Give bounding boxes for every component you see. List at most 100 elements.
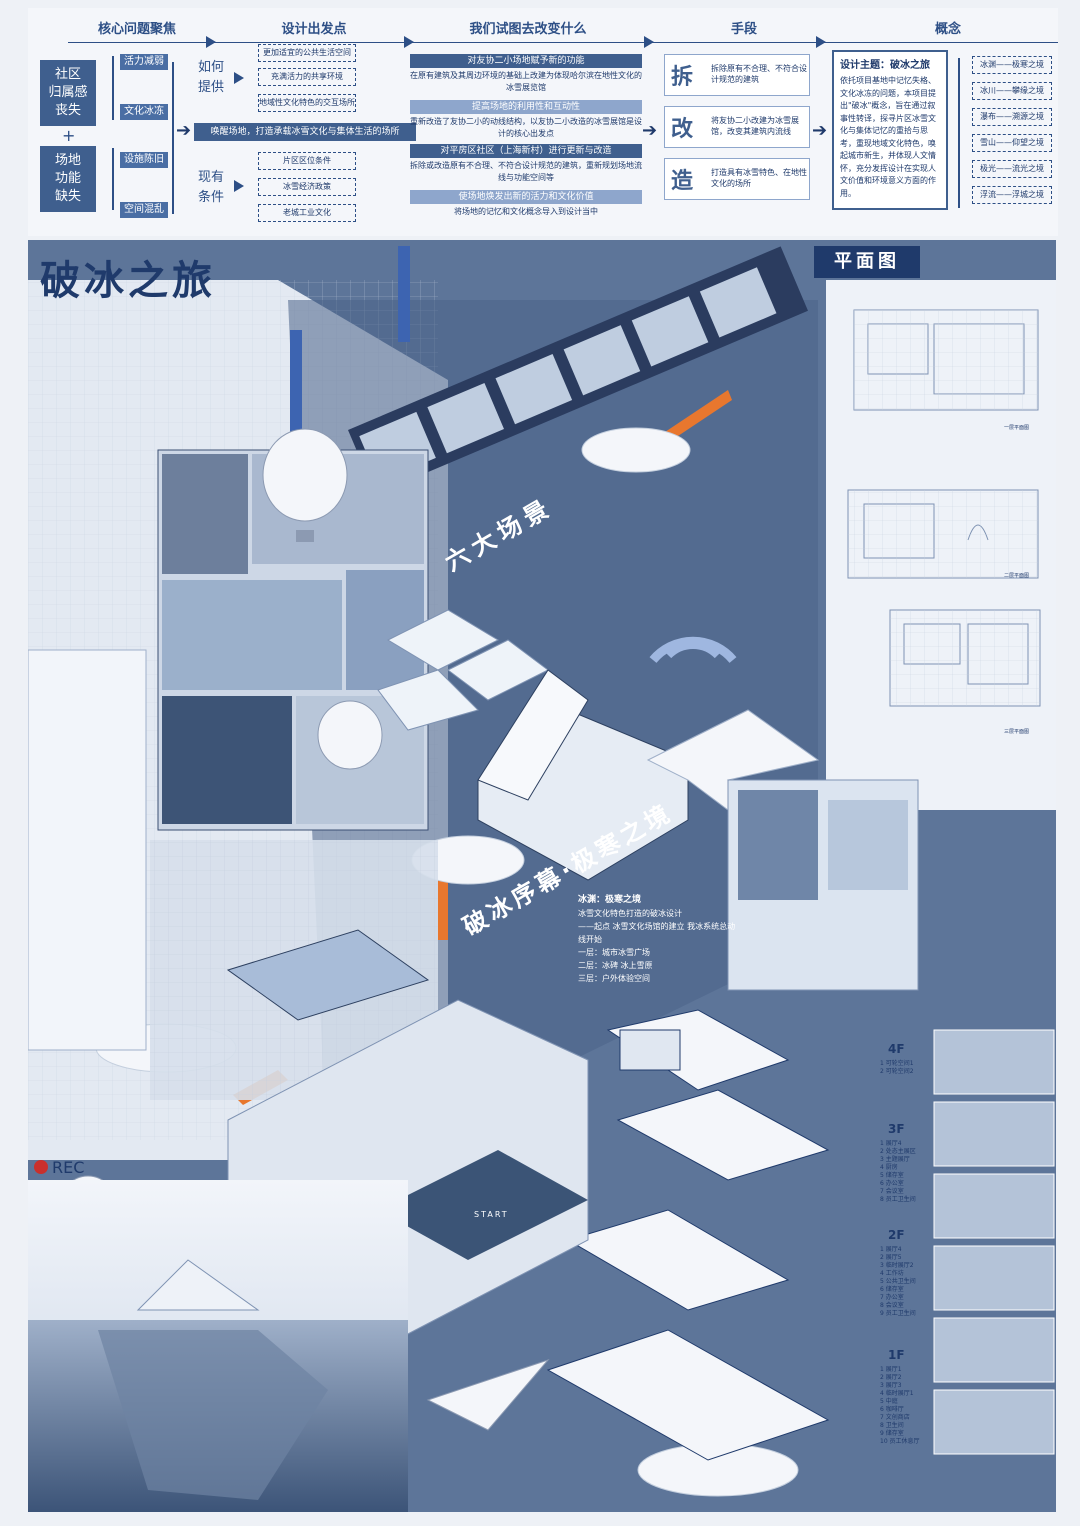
floor-room-item: 1 展厅1 bbox=[880, 1366, 902, 1373]
change-desc: 拆除或改造原有不合理、不符合设计规范的建筑，重新规划场地流线与功能空间等 bbox=[410, 161, 642, 182]
exist-label: 现有 条件 bbox=[198, 170, 225, 205]
bracket bbox=[112, 148, 114, 210]
change-title: 使场地焕发出新的活力和文化价值 bbox=[410, 190, 642, 204]
problem-tag: 空间混乱 bbox=[120, 202, 168, 218]
how-item: 更加适宜的公共生活空间 bbox=[258, 44, 356, 62]
concept-box: 设计主题：破冰之旅 依托项目基地中记忆失格、文化冰冻的问题，本项目提出"破冰"概… bbox=[832, 50, 948, 210]
rec-label: REC bbox=[52, 1158, 85, 1177]
change-item: 使场地焕发出新的活力和文化价值 将场地的记忆和文化概念导入到设计当中 bbox=[410, 190, 642, 220]
floor-label-1f: 1F bbox=[888, 1348, 905, 1362]
floor-room-item: 5 中庭 bbox=[880, 1398, 898, 1405]
plan-label: 平面图 bbox=[814, 246, 920, 278]
change-title: 对平房区社区（上海新村）进行更新与改造 bbox=[410, 144, 642, 158]
header-arrow bbox=[404, 36, 414, 48]
method-desc: 将友协二小改建为冰雪展馆，改变其建筑内流线 bbox=[711, 116, 799, 136]
change-title: 对友协二小场地赋予新的功能 bbox=[410, 54, 642, 68]
rec-indicator: REC bbox=[34, 1158, 84, 1177]
exist-item: 冰雪经济政策 bbox=[258, 178, 356, 196]
floor-room-item: 3 临时展厅2 bbox=[880, 1262, 914, 1269]
change-item: 提高场地的利用性和互动性 重新改造了友协二小的动线结构，以友协二小改造的冰雪展馆… bbox=[410, 100, 642, 142]
problem-tag: 活力减弱 bbox=[120, 54, 168, 70]
mid-banner: 唤醒场地，打造承载冰雪文化与集体生活的场所 bbox=[194, 123, 416, 141]
scene-item: 冰渊——极寒之境 bbox=[972, 56, 1052, 74]
floor-label-2f: 2F bbox=[888, 1228, 905, 1242]
floor-room-item: 8 员工卫生间 bbox=[880, 1196, 916, 1203]
method-char: 拆 bbox=[671, 65, 694, 90]
method-char: 造 bbox=[671, 169, 694, 194]
info-floor-1: 一层：城市冰雪广场 bbox=[578, 948, 650, 957]
concept-text: 依托项目基地中记忆失格、文化冰冻的问题，本项目提出"破冰"概念，旨在通过叙事性转… bbox=[840, 76, 936, 198]
bracket bbox=[958, 58, 960, 208]
method-char: 改 bbox=[671, 117, 694, 142]
change-desc: 重新改造了友协二小的动线结构，以友协二小改造的冰雪展馆是设计的核心出发点 bbox=[410, 117, 642, 138]
method-build: 造 打造具有冰雪特色、在地性文化的场所 bbox=[664, 158, 810, 200]
how-label: 如何 提供 bbox=[198, 60, 225, 95]
scene-item: 雪山——仰望之境 bbox=[972, 134, 1052, 152]
method-demolish: 拆 拆除原有不合理、不符合设计规范的建筑 bbox=[664, 54, 810, 96]
floor-room-item: 2 处态主展区 bbox=[880, 1148, 916, 1155]
change-title: 提高场地的利用性和互动性 bbox=[410, 100, 642, 114]
floor-room-item: 3 主题展厅 bbox=[880, 1156, 910, 1163]
change-desc: 将场地的记忆和文化概念导入到设计当中 bbox=[454, 207, 598, 216]
method-desc: 打造具有冰雪特色、在地性文化的场所 bbox=[711, 168, 807, 188]
floor-room-item: 4 厨房 bbox=[880, 1164, 898, 1171]
triangle-icon bbox=[234, 180, 244, 192]
main-poster: 破冰之旅 平面图 六大场景 破冰序幕·极寒之境 一层平面图 二层平面图 三层平面… bbox=[28, 240, 1056, 1512]
scene-item: 瀑布——溯源之境 bbox=[972, 108, 1052, 126]
floor-room-item: 2 展厅5 bbox=[880, 1254, 902, 1261]
triangle-icon bbox=[234, 72, 244, 84]
start-label: START bbox=[474, 1210, 509, 1219]
arrow-right-icon: ➔ bbox=[176, 120, 192, 141]
header-start: 设计出发点 bbox=[281, 22, 347, 37]
change-item: 对平房区社区（上海新村）进行更新与改造 拆除或改造原有不合理、不符合设计规范的建… bbox=[410, 144, 642, 186]
plan-caption: 二层平面图 bbox=[1004, 573, 1030, 579]
floor-room-item: 9 储存室 bbox=[880, 1430, 904, 1437]
floor-room-item: 6 咖啡厅 bbox=[880, 1406, 904, 1413]
floor-label-4f: 4F bbox=[888, 1042, 905, 1056]
method-desc: 拆除原有不合理、不符合设计规范的建筑 bbox=[711, 64, 807, 84]
header-arrow bbox=[816, 36, 826, 48]
scene-item: 浮流——浮城之境 bbox=[972, 186, 1052, 204]
problem-tag: 设施陈旧 bbox=[120, 152, 168, 168]
floor-room-item: 1 展厅4 bbox=[880, 1246, 902, 1253]
change-desc: 在原有建筑及其周边环境的基础上改建为体现哈尔滨在地性文化的冰雪展览馆 bbox=[410, 71, 642, 92]
floor-room-item: 10 员工休息厅 bbox=[880, 1438, 920, 1445]
floor-room-item: 8 会议室 bbox=[880, 1302, 904, 1309]
info-sub: 冰雪文化特色打造的破冰设计 bbox=[578, 909, 682, 918]
floor-room-item: 1 展厅4 bbox=[880, 1140, 902, 1147]
floor-room-item: 2 可轮空间2 bbox=[880, 1068, 914, 1075]
header-arrow bbox=[206, 36, 216, 48]
floor-room-item: 7 办公室 bbox=[880, 1294, 904, 1301]
exist-item: 老城工业文化 bbox=[258, 204, 356, 222]
analysis-diagram: 核心问题聚焦 设计出发点 我们试图去改变什么 手段 概念 社区 归属感 丧失 +… bbox=[28, 8, 1058, 236]
info-head: 冰渊：极寒之境 bbox=[578, 895, 642, 905]
method-renovate: 改 将友协二小改建为冰雪展馆，改变其建筑内流线 bbox=[664, 106, 810, 148]
scene-item: 极光——流光之境 bbox=[972, 160, 1052, 178]
plus-sign: + bbox=[62, 126, 76, 145]
header-change: 我们试图去改变什么 bbox=[469, 22, 587, 37]
bracket bbox=[112, 56, 114, 120]
floor-room-item: 6 办公室 bbox=[880, 1180, 904, 1187]
scene-item: 冰川——攀缘之境 bbox=[972, 82, 1052, 100]
floor-room-item: 3 展厅3 bbox=[880, 1382, 902, 1389]
core-problem-1: 社区 归属感 丧失 bbox=[40, 60, 96, 126]
core-problem-2: 场地 功能 缺失 bbox=[40, 146, 96, 212]
header-method: 手段 bbox=[730, 22, 757, 37]
info-floor-3: 三层：户外体验空间 bbox=[578, 974, 650, 983]
info-floor-2: 二层：冰碑 冰上雪原 bbox=[578, 961, 653, 970]
change-item: 对友协二小场地赋予新的功能 在原有建筑及其周边环境的基础上改建为体现哈尔滨在地性… bbox=[410, 54, 642, 96]
floor-room-item: 4 工作坊 bbox=[880, 1270, 904, 1277]
floor-room-item: 5 公共卫生间 bbox=[880, 1278, 916, 1285]
arrow-right-icon: ➔ bbox=[812, 120, 828, 141]
floor-room-item: 4 临时展厅1 bbox=[880, 1390, 914, 1397]
problem-tag: 文化冰冻 bbox=[120, 104, 168, 120]
arrow-right-icon: ➔ bbox=[642, 120, 658, 141]
bracket bbox=[172, 62, 174, 214]
floor-room-item: 7 会议室 bbox=[880, 1188, 904, 1195]
floor-room-item: 5 储存室 bbox=[880, 1172, 904, 1179]
prologue-info: 冰渊：极寒之境 冰雪文化特色打造的破冰设计 ——起点 冰雪文化场馆的建立 我冰系… bbox=[578, 894, 738, 985]
